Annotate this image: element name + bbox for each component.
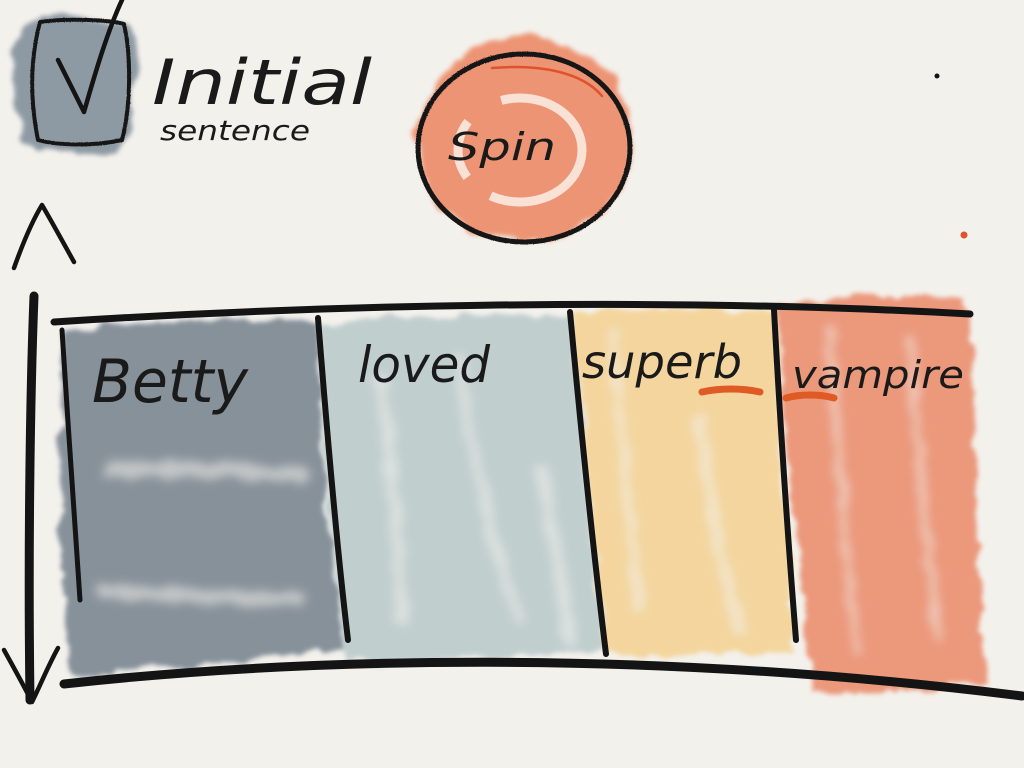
column-wash-2 xyxy=(320,315,606,662)
scroll-arrowhead xyxy=(1,645,61,705)
word-column-betty[interactable]: Betty xyxy=(92,347,249,417)
column-wash-3 xyxy=(572,308,796,656)
column-divider-2 xyxy=(567,309,609,657)
spin-label: Spin xyxy=(448,125,556,169)
checkmark-icon xyxy=(55,0,125,115)
word-column-loved[interactable]: loved xyxy=(358,336,490,394)
checkbox-wash xyxy=(11,15,136,155)
checkbox-box xyxy=(30,17,132,147)
column-divider-3 xyxy=(771,307,799,643)
scroll-track xyxy=(24,291,39,705)
panel-bottom-border xyxy=(59,657,1024,701)
word-label: Betty xyxy=(92,347,249,417)
ink-dot-orange xyxy=(960,231,968,239)
word-panel xyxy=(50,294,1024,701)
spin-outline xyxy=(415,51,633,245)
panel-top-border xyxy=(50,300,974,326)
title-sub: sentence xyxy=(160,114,310,147)
word-column-vampire[interactable]: vampire xyxy=(792,353,964,397)
column-left-edge xyxy=(59,327,83,603)
column-divider-1 xyxy=(315,315,351,643)
caret-up-icon[interactable] xyxy=(11,202,77,271)
word-label: loved xyxy=(358,336,490,394)
underline-mark-vampire xyxy=(782,391,838,402)
word-label: vampire xyxy=(792,353,964,397)
spin-wash xyxy=(417,38,633,242)
ink-dot xyxy=(934,73,940,79)
underline-mark-superb xyxy=(698,385,764,396)
spin-button[interactable]: Spin xyxy=(415,38,633,245)
title-main: Initial xyxy=(152,46,372,119)
spin-accent xyxy=(490,65,604,98)
word-column-superb[interactable]: superb xyxy=(582,335,742,389)
double-arrow-icon[interactable] xyxy=(1,291,61,705)
spin-highlight xyxy=(453,93,587,207)
word-label: superb xyxy=(582,335,742,389)
checkbox[interactable] xyxy=(11,0,136,155)
